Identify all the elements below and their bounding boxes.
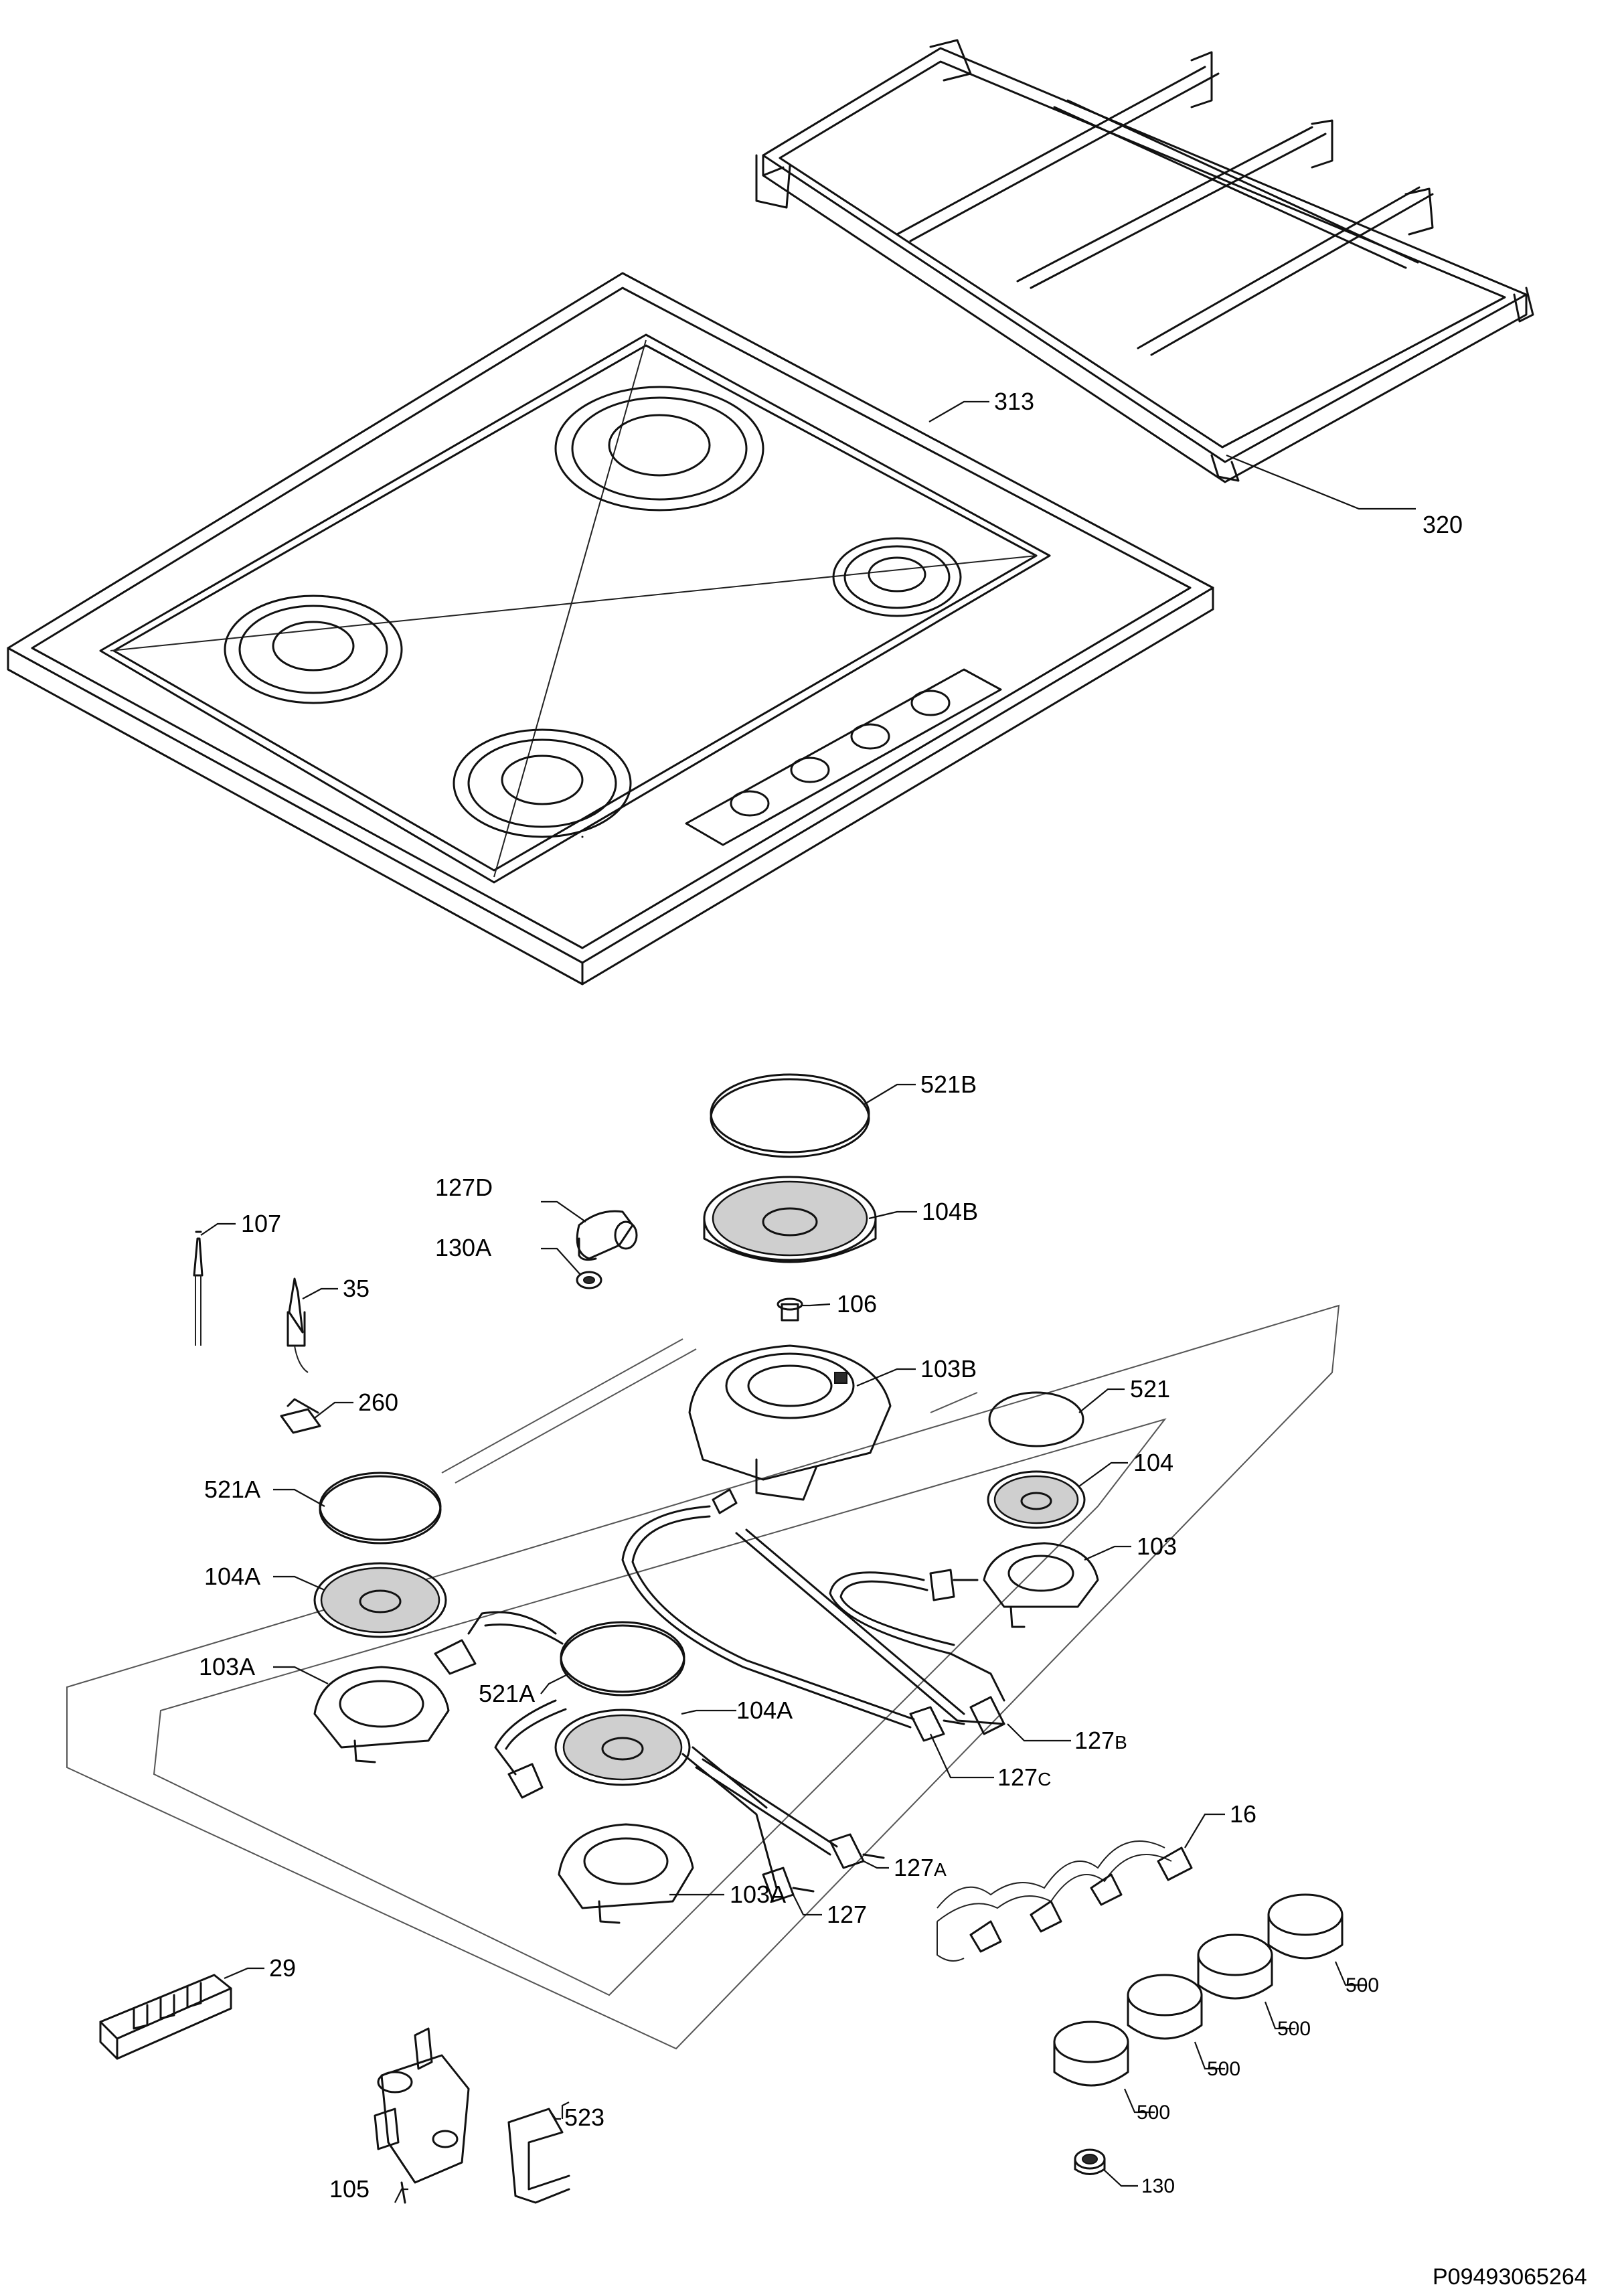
elbow-drawing xyxy=(576,1210,638,1289)
label-bracket: 523 xyxy=(564,2104,604,2131)
medium-center-burner-group xyxy=(554,1621,694,1924)
label-ignition-unit: 29 xyxy=(269,1954,296,1982)
hob-top-drawing xyxy=(7,272,1214,985)
electrode-drawing xyxy=(287,1277,309,1373)
label-cap-medium-center: 521A xyxy=(479,1680,535,1707)
label-gas-tap: 105 xyxy=(329,2175,370,2203)
switch-harness-drawing xyxy=(937,1840,1193,1962)
label-knob-4: 500 xyxy=(1137,2102,1170,2124)
knobs-drawing xyxy=(1053,1893,1344,2087)
label-burner-cup-medium-left: 103A xyxy=(199,1653,255,1680)
drawing-code: P09493065264 xyxy=(1433,2264,1587,2290)
label-crown-small: 104 xyxy=(1133,1449,1173,1476)
label-clip: 260 xyxy=(358,1389,398,1416)
gas-pipes-drawing xyxy=(434,1488,1005,1903)
label-pipe-a: 127A xyxy=(894,1854,947,1881)
small-burner-group xyxy=(983,1391,1099,1628)
bracket-drawing xyxy=(507,2108,570,2204)
label-pipe-c: 127C xyxy=(997,1763,1051,1791)
label-grate: 320 xyxy=(1423,511,1463,538)
label-electrode: 35 xyxy=(343,1275,370,1302)
label-burner-cup-small: 103 xyxy=(1137,1532,1177,1560)
knob-seal-drawing xyxy=(1074,2148,1106,2175)
pipe-b-suffix: B xyxy=(1115,1732,1127,1753)
label-knob-seal: 130 xyxy=(1141,2175,1175,2197)
label-knob-2: 500 xyxy=(1277,2018,1311,2040)
chassis-frame-drawing xyxy=(66,1304,1340,2050)
label-cap-medium-left: 521A xyxy=(204,1476,260,1503)
label-pipe-b: 127B xyxy=(1074,1727,1127,1754)
pipe-c-number: 127 xyxy=(997,1763,1038,1791)
label-crown-medium-center: 104A xyxy=(736,1696,793,1724)
thermocouple-drawing xyxy=(193,1231,204,1346)
leader-lines xyxy=(200,400,1416,2203)
label-knob-1: 500 xyxy=(1346,1974,1379,1996)
label-elbow: 127D xyxy=(435,1174,493,1201)
label-cap-large: 521B xyxy=(920,1071,977,1098)
label-burner-cup-large: 103B xyxy=(920,1355,977,1382)
large-burner-group xyxy=(581,836,892,1501)
pipe-a-number: 127 xyxy=(894,1854,934,1881)
pipe-c-suffix: C xyxy=(1038,1769,1051,1790)
label-knob-3: 500 xyxy=(1207,2058,1240,2080)
label-seal-elbow: 130A xyxy=(435,1234,491,1261)
grate-drawing xyxy=(755,39,1534,483)
label-burner-cup-medium-center: 103A xyxy=(730,1881,786,1908)
label-crown-medium-left: 104A xyxy=(204,1563,260,1590)
medium-left-burner-group xyxy=(313,1472,450,1763)
part-labels: 320 313 521B 104B 127D 130A 106 103B 107… xyxy=(199,388,1463,2203)
label-cap-small: 521 xyxy=(1130,1375,1170,1403)
label-crown-large: 104B xyxy=(922,1198,978,1225)
label-hob-top: 313 xyxy=(994,388,1034,415)
pipe-a-suffix: A xyxy=(934,1859,947,1880)
label-pipe: 127 xyxy=(827,1901,867,1928)
gas-tap-drawing xyxy=(374,2027,470,2204)
label-switch-harness: 16 xyxy=(1230,1800,1256,1828)
pipe-b-number: 127 xyxy=(1074,1727,1115,1754)
ignition-unit-drawing xyxy=(99,1974,232,2060)
clip-drawing xyxy=(280,1398,321,1434)
label-injector: 106 xyxy=(837,1290,877,1318)
label-thermocouple: 107 xyxy=(241,1210,281,1237)
